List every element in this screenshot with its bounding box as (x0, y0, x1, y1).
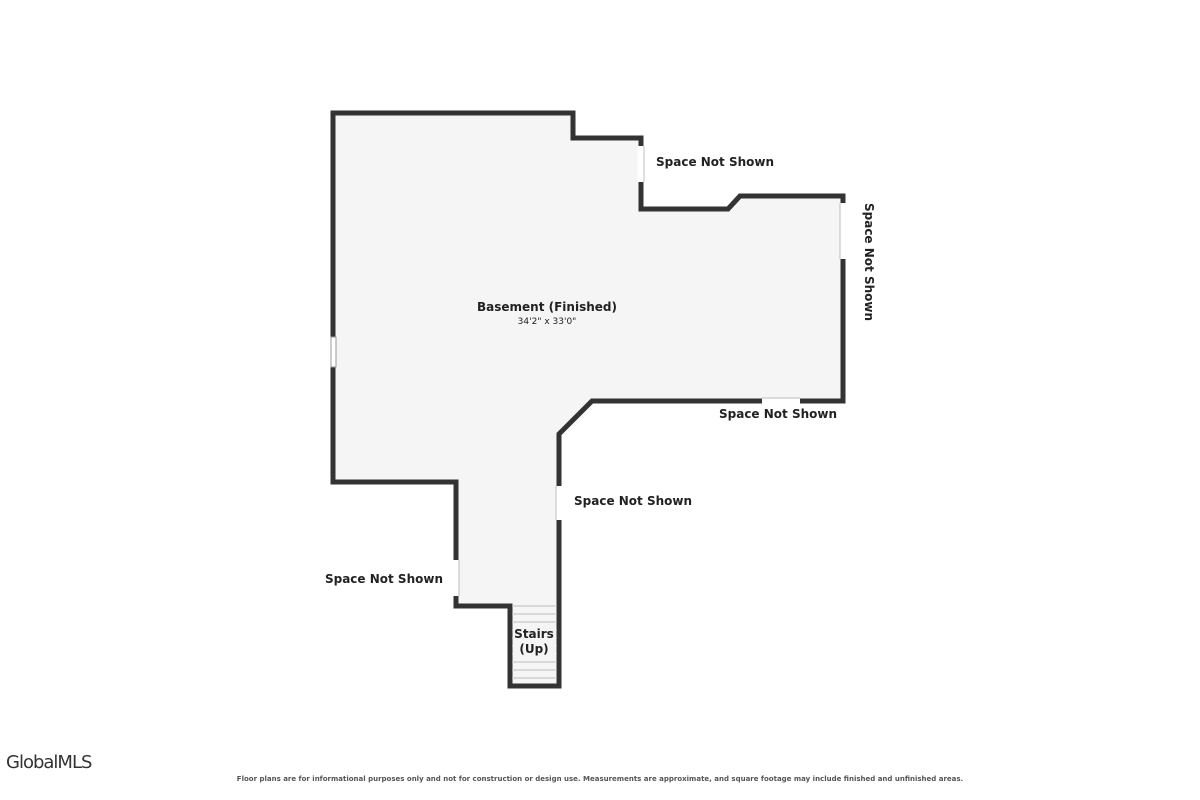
space-label-left: Space Not Shown (325, 572, 443, 586)
globalmls-logo: GlobalMLS (6, 752, 92, 773)
basement-floor (333, 113, 843, 686)
disclaimer-text: Floor plans are for informational purpos… (236, 775, 964, 783)
window-left (330, 336, 337, 368)
space-label-middle: Space Not Shown (574, 494, 692, 508)
space-label-right: Space Not Shown (862, 203, 876, 321)
room-dimensions: 34'2" x 33'0" (518, 317, 577, 327)
room-name: Basement (Finished) (477, 300, 617, 314)
stairs-label-line2: (Up) (519, 642, 548, 656)
space-label-bottom-right: Space Not Shown (719, 407, 837, 421)
stairs-label-line1: Stairs (514, 627, 554, 641)
space-label-top: Space Not Shown (656, 155, 774, 169)
stairs: Stairs (Up) (512, 605, 557, 679)
